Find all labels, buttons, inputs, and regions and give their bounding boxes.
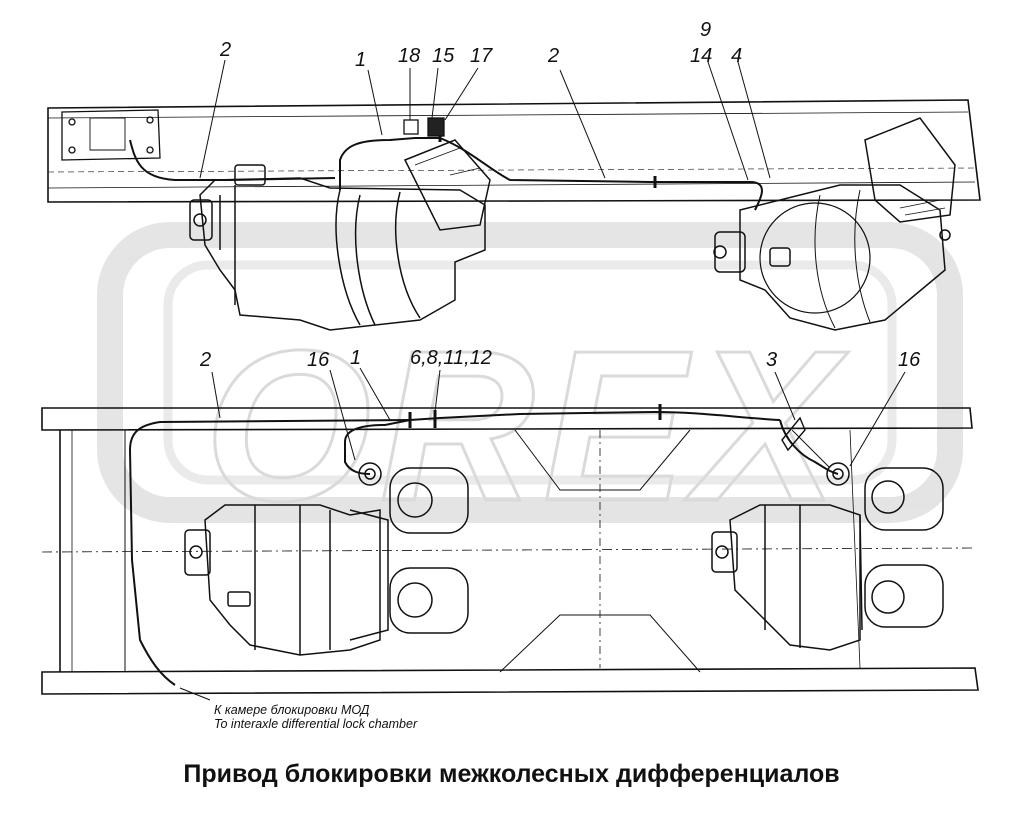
- callout-9: 9: [700, 19, 712, 41]
- lower-frame: [41, 407, 979, 695]
- callout-4: 4: [731, 45, 743, 67]
- callout-15: 15: [432, 45, 455, 67]
- upper-frame-rail: [47, 99, 981, 203]
- leader-lines: [179, 59, 906, 701]
- lower-rear-axle: [711, 462, 944, 651]
- upper-valve-block: [403, 117, 445, 137]
- note-russian: К камере блокировки МОД: [214, 703, 370, 717]
- watermark-text: OREX: [204, 305, 849, 546]
- callout-6-8-11-12: 6,8,11,12: [410, 347, 492, 369]
- upper-rear-axle: [713, 117, 956, 331]
- callout-14: 14: [690, 45, 713, 67]
- callout-2-top-mid: 2: [548, 45, 560, 67]
- figure-title: Привод блокировки межколесных дифференци…: [183, 760, 840, 788]
- lower-middle-axle: [184, 462, 469, 656]
- upper-air-lines: [129, 128, 763, 211]
- callout-16-left: 16: [307, 349, 330, 371]
- callout-2-bottom: 2: [200, 349, 212, 371]
- callout-1-top: 1: [355, 49, 367, 71]
- callout-18: 18: [398, 45, 421, 67]
- lower-lever: [781, 416, 831, 469]
- callout-3: 3: [766, 349, 778, 371]
- watermark: OREX: [97, 222, 963, 548]
- lower-air-lines: [128, 404, 839, 686]
- callout-1-bottom: 1: [350, 347, 362, 369]
- callout-16-right: 16: [898, 349, 921, 371]
- upper-bracket: [61, 109, 161, 161]
- callout-17: 17: [470, 45, 493, 67]
- note-english: To interaxle differential lock chamber: [214, 717, 418, 731]
- callout-2-top-left: 2: [220, 39, 232, 61]
- upper-middle-axle: [189, 139, 491, 331]
